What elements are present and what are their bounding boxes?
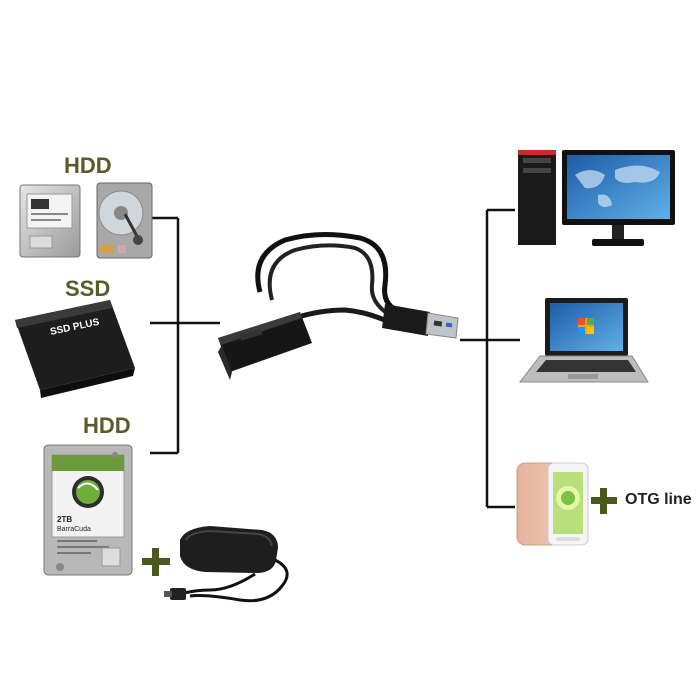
laptop-icon xyxy=(520,298,648,382)
ssd-icon xyxy=(15,300,135,398)
drive-capacity-text: 2TB xyxy=(57,515,72,524)
label-hdd-top: HDD xyxy=(64,153,112,179)
drive-name-text: BarraCuda xyxy=(57,526,91,533)
desktop-computer-icon xyxy=(518,150,675,246)
label-otg-line: OTG line xyxy=(625,491,692,509)
right-connector-lines xyxy=(460,210,520,507)
usb-sata-adapter-icon xyxy=(218,234,458,380)
laptop-hdd-icon xyxy=(20,185,80,257)
label-hdd-bottom: HDD xyxy=(83,413,131,439)
plus-icon-power xyxy=(142,548,170,576)
label-ssd: SSD xyxy=(65,276,110,302)
desktop-hdd-icon xyxy=(44,445,132,575)
power-adapter-icon xyxy=(164,526,287,601)
hdd-platter-icon xyxy=(97,183,152,258)
left-connector-lines xyxy=(150,218,220,453)
plus-icon-otg xyxy=(591,488,617,514)
smartphone-icon xyxy=(517,463,588,545)
